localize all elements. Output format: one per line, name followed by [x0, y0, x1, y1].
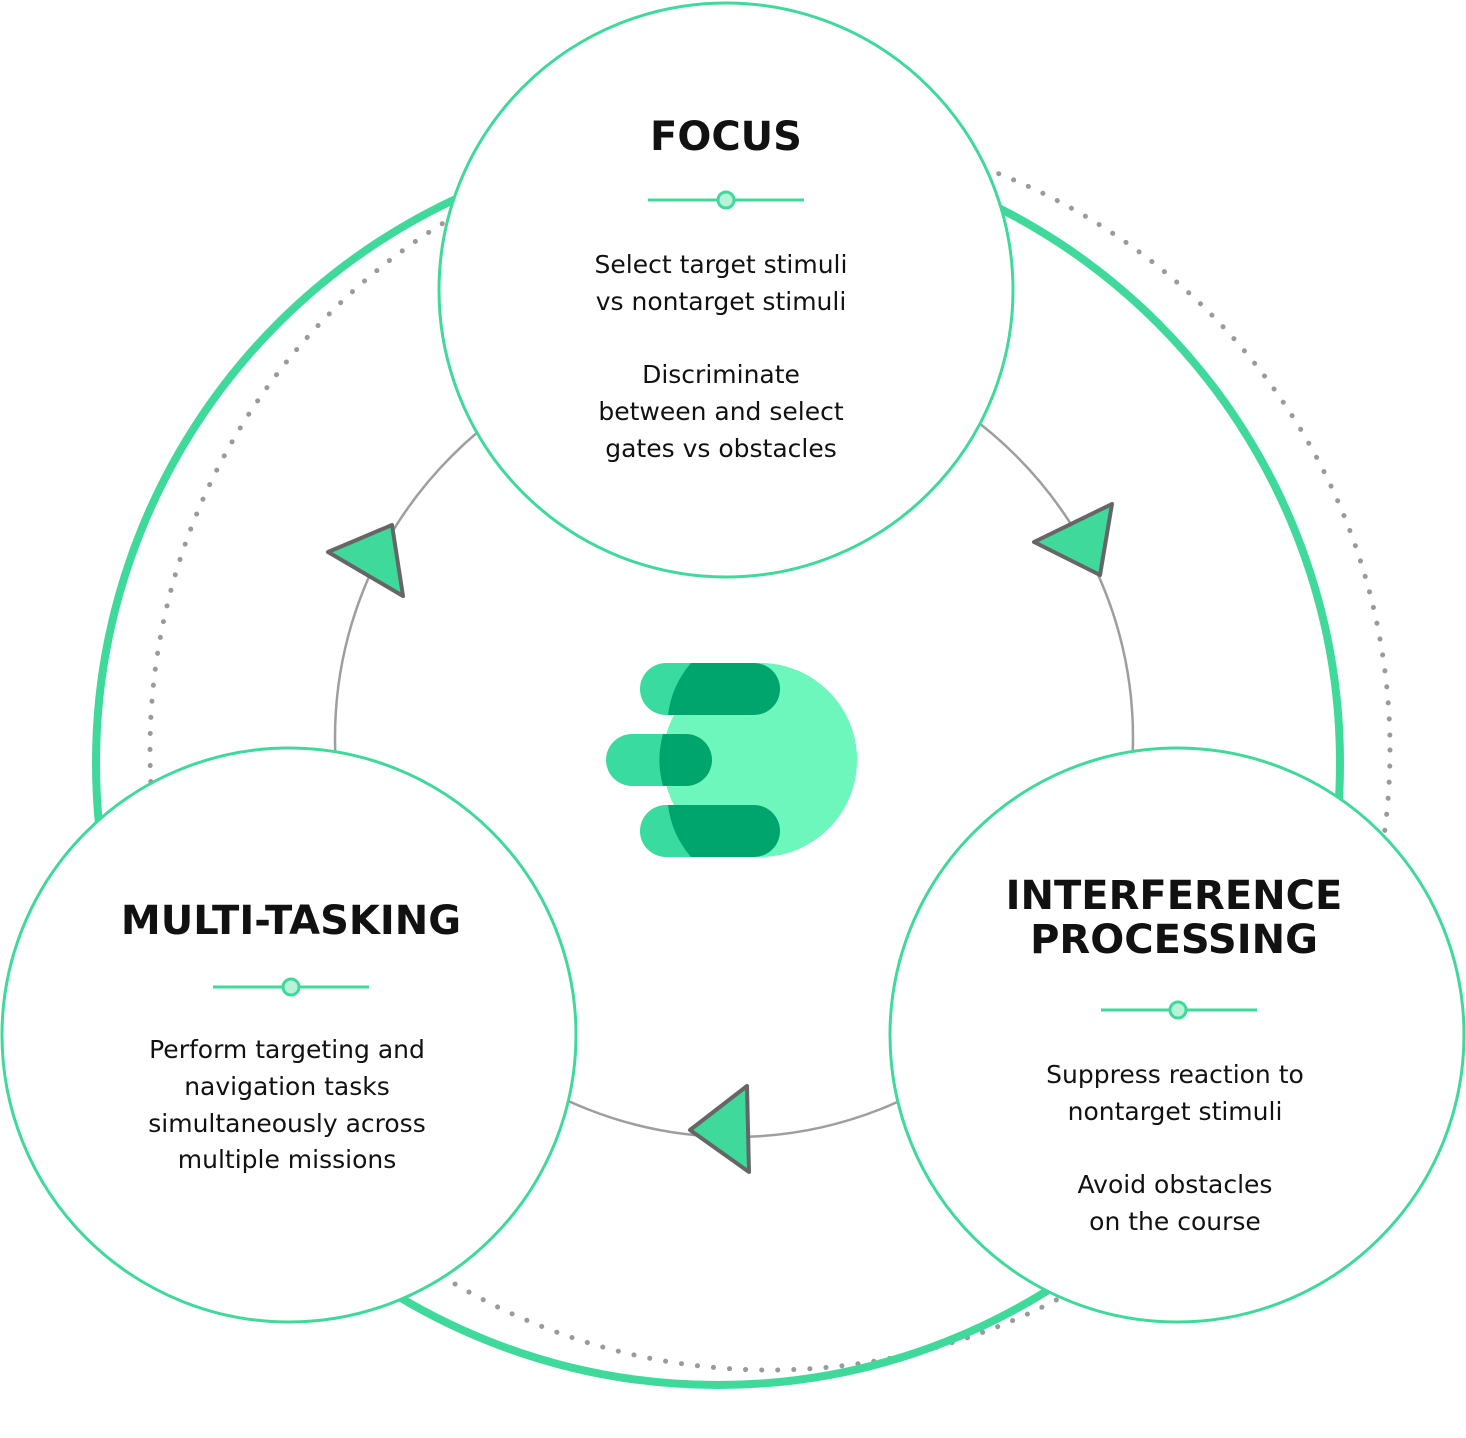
focus-desc-line: vs nontarget stimuli	[596, 287, 847, 316]
interference-desc-line: Suppress reaction to	[1046, 1060, 1304, 1089]
dotted-outer-ring	[147, 127, 1393, 1373]
focus-desc-line: Select target stimuli	[595, 250, 848, 279]
arrow-triangle-icon	[1032, 502, 1114, 577]
interference-node-circle	[888, 746, 1466, 1324]
arrow-triangle-icon	[688, 1084, 751, 1174]
interference-desc-line: on the course	[1089, 1207, 1261, 1236]
interference-desc-line: Avoid obstacles	[1078, 1170, 1273, 1199]
focus-desc-line: between and select	[598, 397, 844, 426]
brand-logo-icon	[606, 663, 857, 857]
multitasking-node-circle	[0, 746, 578, 1324]
multitasking-title: MULTI-TASKING	[121, 898, 461, 944]
multitasking-divider	[213, 977, 369, 997]
focus-title: FOCUS	[650, 114, 802, 160]
multitasking-desc-line: Perform targeting and	[149, 1035, 425, 1064]
interference-title-line: PROCESSING	[1030, 917, 1318, 963]
interference-divider	[1101, 1000, 1257, 1020]
arrow-triangle-icon	[326, 523, 405, 598]
focus-desc-line: Discriminate	[642, 360, 800, 389]
interference-title-line: INTERFERENCE	[1006, 873, 1343, 919]
focus-node-circle	[437, 1, 1015, 579]
multitasking-desc-line: simultaneously across	[148, 1109, 425, 1138]
interference-desc-line: nontarget stimuli	[1068, 1097, 1283, 1126]
focus-desc-line: gates vs obstacles	[605, 434, 837, 463]
multitasking-desc-line: multiple missions	[178, 1145, 397, 1174]
focus-divider	[648, 190, 804, 210]
multitasking-desc-line: navigation tasks	[184, 1072, 390, 1101]
